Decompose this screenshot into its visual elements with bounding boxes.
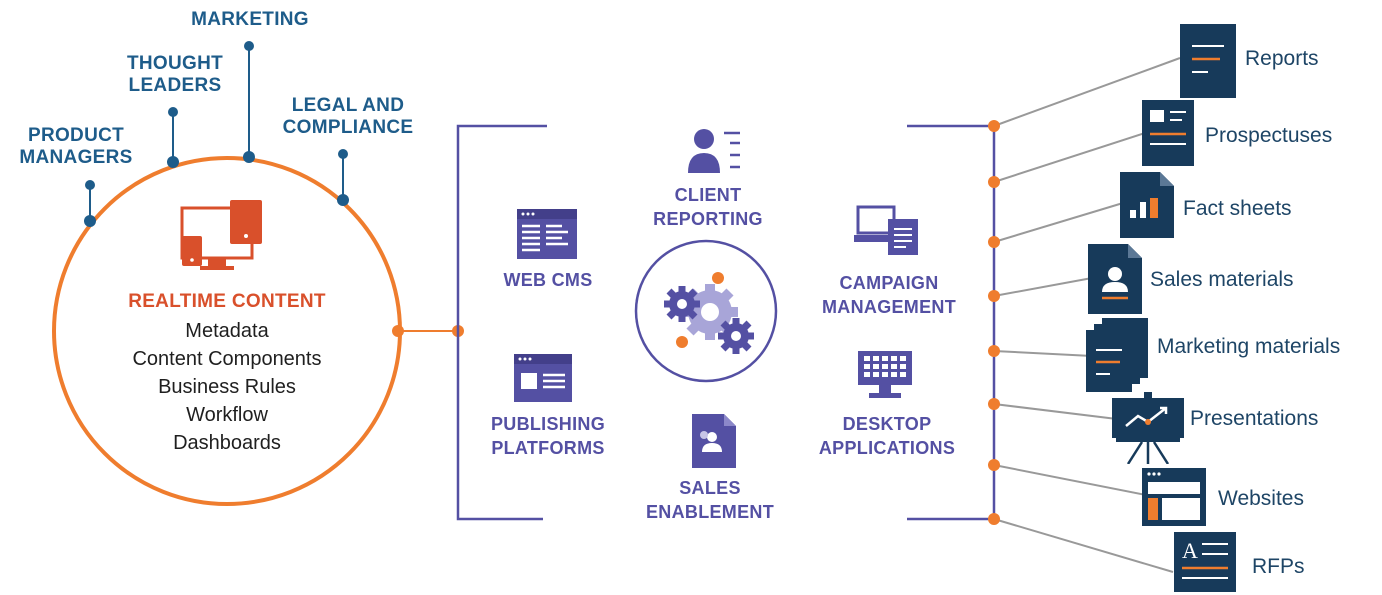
reports-icon: [1180, 24, 1236, 98]
channel-web-cms: WEB CMS: [503, 270, 593, 290]
core-item-dashboards: Dashboards: [173, 432, 281, 454]
rfps-icon: A: [1174, 532, 1236, 592]
channel-desktop-applications: DESKTOP APPLICATIONS: [818, 414, 956, 458]
channel-sales-enablement: SALES ENABLEMENT: [646, 478, 774, 522]
web-cms-icon: [517, 209, 577, 259]
campaign-management-icon: [854, 205, 918, 255]
core-item-metadata: Metadata: [185, 320, 269, 342]
desktop-applications-icon: [858, 351, 912, 398]
prospectuses-icon: [1142, 100, 1194, 166]
stakeholder-legal-compliance: LEGAL AND COMPLIANCE: [282, 95, 414, 138]
stakeholder-thought-leaders: THOUGHT LEADERS: [126, 53, 224, 96]
output-prospectuses: Prospectuses: [1205, 124, 1333, 147]
output-reports: Reports: [1245, 47, 1319, 70]
core-item-content-components: Content Components: [132, 348, 322, 370]
output-presentations: Presentations: [1190, 407, 1319, 430]
publishing-platforms-icon: [514, 354, 572, 402]
output-rfps: RFPs: [1252, 555, 1305, 578]
channel-publishing-platforms: PUBLISHING PLATFORMS: [490, 414, 605, 458]
svg-text:A: A: [1182, 538, 1198, 563]
channel-client-reporting: CLIENT REPORTING: [653, 185, 763, 229]
output-websites: Websites: [1218, 487, 1304, 510]
marketing-materials-icon: [1086, 318, 1148, 392]
gears-icon: [664, 272, 754, 354]
devices-icon: [180, 200, 262, 270]
core-item-business-rules: Business Rules: [158, 376, 296, 398]
presentations-icon: [1112, 392, 1184, 464]
channel-campaign-management: CAMPAIGN MANAGEMENT: [822, 273, 956, 317]
sales-materials-icon: [1088, 244, 1142, 314]
sales-enablement-icon: [692, 414, 736, 468]
stakeholder-product-managers: PRODUCT MANAGERS: [19, 125, 133, 168]
websites-icon: [1142, 468, 1206, 526]
output-sales-materials: Sales materials: [1150, 268, 1294, 291]
output-fact-sheets: Fact sheets: [1183, 197, 1292, 220]
output-marketing-materials: Marketing materials: [1157, 335, 1341, 358]
client-reporting-icon: [688, 129, 740, 173]
fact-sheets-icon: [1120, 172, 1174, 238]
core-item-workflow: Workflow: [186, 404, 268, 426]
stakeholder-marketing: MARKETING: [191, 9, 309, 30]
core-title: REALTIME CONTENT: [128, 291, 326, 312]
